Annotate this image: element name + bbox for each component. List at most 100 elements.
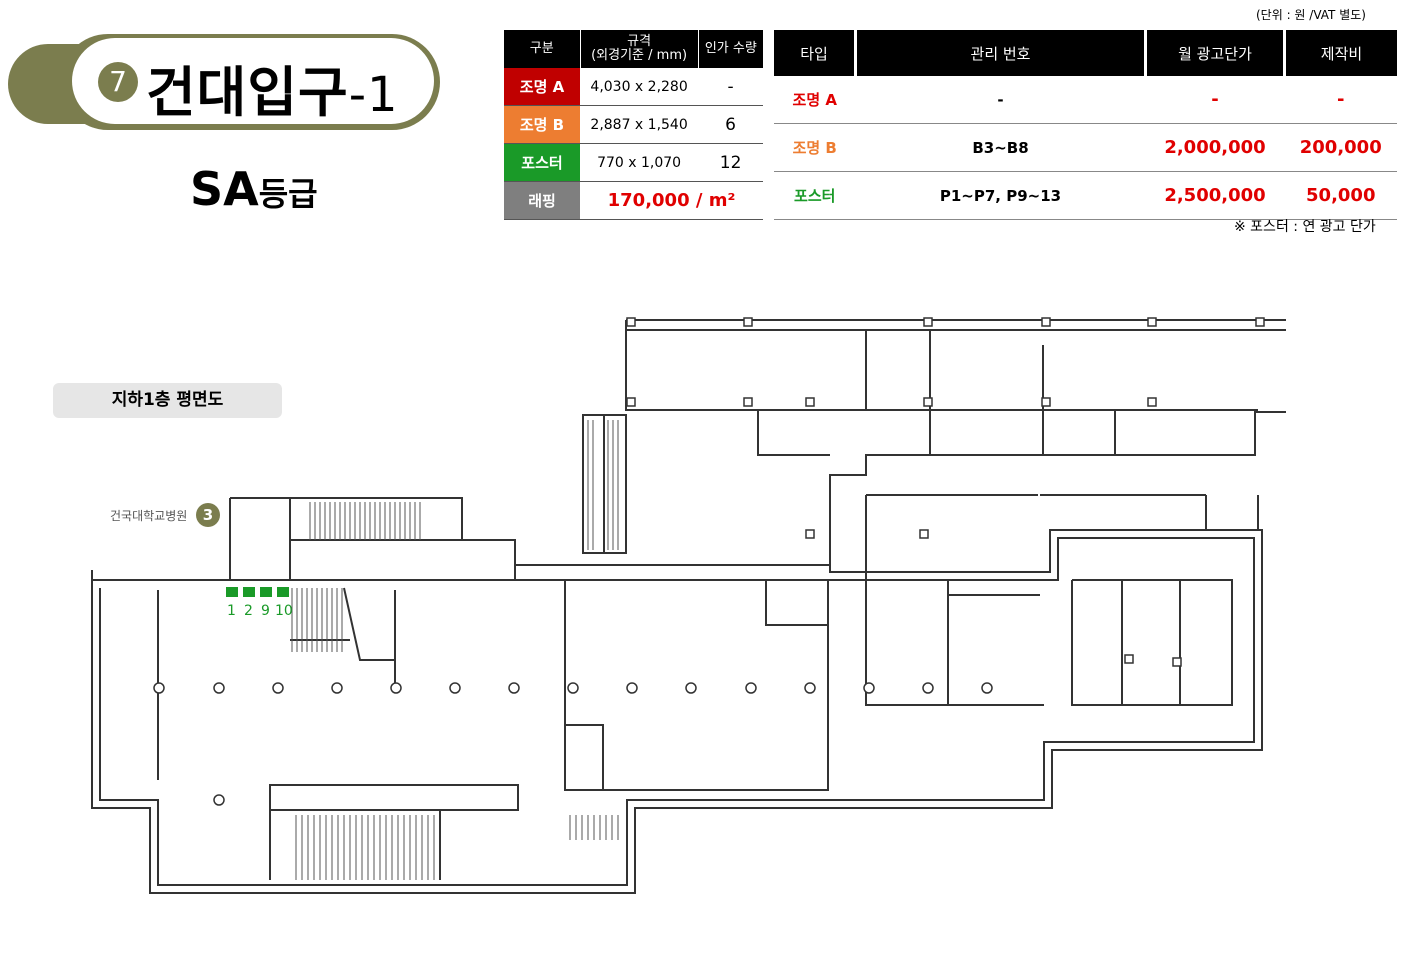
spec-size: 2,887 x 1,540: [580, 105, 699, 144]
column-square: [1172, 657, 1182, 667]
wall-center-hall: [564, 580, 829, 791]
column: [449, 682, 461, 694]
spec-header-size-line2: (외경기준 / mm): [591, 48, 688, 63]
poster-markers: 1 2 9 10: [226, 587, 293, 619]
column: [804, 682, 816, 694]
station-number-badge: 7: [98, 62, 138, 102]
price-id: -: [855, 76, 1146, 124]
wall-outline-main: [91, 411, 1286, 894]
column: [272, 682, 284, 694]
stair-escalator: [587, 420, 619, 550]
price-production: 200,000: [1284, 123, 1397, 172]
column: [390, 682, 402, 694]
columns: [153, 317, 1265, 806]
poster-marker: [277, 587, 289, 597]
column: [685, 682, 697, 694]
column: [153, 682, 165, 694]
column-square: [743, 317, 753, 327]
column: [331, 682, 343, 694]
wall-escalator-top: [582, 414, 627, 554]
poster-marker-label: 1: [227, 603, 236, 619]
spec-qty: 12: [698, 143, 763, 182]
poster-marker-label: 10: [275, 603, 293, 619]
spec-size: 4,030 x 2,280: [580, 68, 699, 106]
price-table-header: 타입 관리 번호 월 광고단가 제작비: [774, 30, 1397, 76]
column: [863, 682, 875, 694]
poster-price-note: ※ 포스터 : 연 광고 단가: [1234, 219, 1376, 235]
column: [213, 682, 225, 694]
spec-row: 조명 A 4,030 x 2,280 -: [504, 68, 763, 106]
hospital-label: 건국대학교병원: [110, 509, 188, 523]
column-square: [805, 397, 815, 407]
wrapping-price: 170,000 / m²: [580, 181, 763, 220]
price-header-production: 제작비: [1284, 30, 1397, 76]
spec-table-header: 구분 규격(외경기준 / mm) 인가 수량: [504, 30, 763, 68]
grade-main: SA: [190, 162, 259, 216]
price-monthly: -: [1145, 76, 1285, 124]
spec-row-wrapping: 래핑 170,000 / m²: [504, 181, 763, 220]
spec-row: 포스터 770 x 1,070 12: [504, 143, 763, 182]
spec-header-size-line1: 규격: [627, 34, 652, 49]
spec-row: 조명 B 2,887 x 1,540 6: [504, 105, 763, 144]
price-id: P1~P7, P9~13: [855, 171, 1146, 220]
column-square: [743, 397, 753, 407]
poster-marker-label: 2: [244, 603, 253, 619]
spec-table: 구분 규격(외경기준 / mm) 인가 수량 조명 A 4,030 x 2,28…: [504, 30, 763, 220]
price-row: 조명 B B3~B8 2,000,000 200,000: [774, 123, 1397, 172]
spec-qty: 6: [698, 105, 763, 144]
column: [981, 682, 993, 694]
poster-marker: [226, 587, 238, 597]
column-square: [923, 317, 933, 327]
column-square: [1147, 397, 1157, 407]
column-square: [1041, 397, 1051, 407]
grade-suffix: 등급: [258, 175, 318, 213]
column: [745, 682, 757, 694]
price-monthly: 2,000,000: [1145, 123, 1285, 172]
column: [922, 682, 934, 694]
column-square: [1041, 317, 1051, 327]
wall-right-rooms: [865, 494, 1259, 706]
price-id: B3~B8: [855, 123, 1146, 172]
price-type-light-b: 조명 B: [774, 123, 856, 172]
spec-type-poster: 포스터: [504, 143, 580, 182]
price-header-type: 타입: [774, 30, 857, 76]
exit-number-badge: 3: [196, 503, 220, 527]
column-square: [1255, 317, 1265, 327]
poster-marker: [243, 587, 255, 597]
column-square: [919, 529, 929, 539]
column-square: [1124, 654, 1134, 664]
station-name-text: 건대입구: [146, 61, 349, 124]
column-square: [1147, 317, 1157, 327]
poster-marker: [260, 587, 272, 597]
spec-header-size: 규격(외경기준 / mm): [580, 30, 699, 68]
price-type-light-a: 조명 A: [774, 76, 856, 124]
column: [213, 794, 225, 806]
column-square: [626, 397, 636, 407]
poster-marker-label: 9: [261, 603, 270, 619]
column: [626, 682, 638, 694]
wall-hospital-corridor: [229, 497, 830, 581]
price-monthly: 2,500,000: [1145, 171, 1285, 220]
price-row: 조명 A - - -: [774, 76, 1397, 124]
price-type-poster: 포스터: [774, 171, 856, 220]
column: [508, 682, 520, 694]
price-production: 50,000: [1284, 171, 1397, 220]
spec-type-light-a: 조명 A: [504, 68, 580, 106]
floor-label: 지하1층 평면도: [53, 383, 282, 418]
wall-bottom-stair: [269, 784, 519, 880]
station-name-suffix: -1: [348, 67, 399, 123]
station-name: 건대입구-1: [146, 48, 399, 127]
column-square: [805, 529, 815, 539]
column-square: [626, 317, 636, 327]
price-production: -: [1284, 76, 1397, 124]
price-row: 포스터 P1~P7, P9~13 2,500,000 50,000: [774, 171, 1397, 220]
wall-upper-block: [625, 319, 1286, 456]
column-square: [923, 397, 933, 407]
price-table: 타입 관리 번호 월 광고단가 제작비 조명 A - - - 조명 B B3~B…: [774, 30, 1397, 220]
stair-upper-left: [309, 502, 421, 540]
spec-qty: -: [698, 68, 763, 106]
spec-size: 770 x 1,070: [580, 143, 699, 182]
price-header-monthly: 월 광고단가: [1145, 30, 1286, 76]
stair-hatching: [291, 420, 619, 880]
